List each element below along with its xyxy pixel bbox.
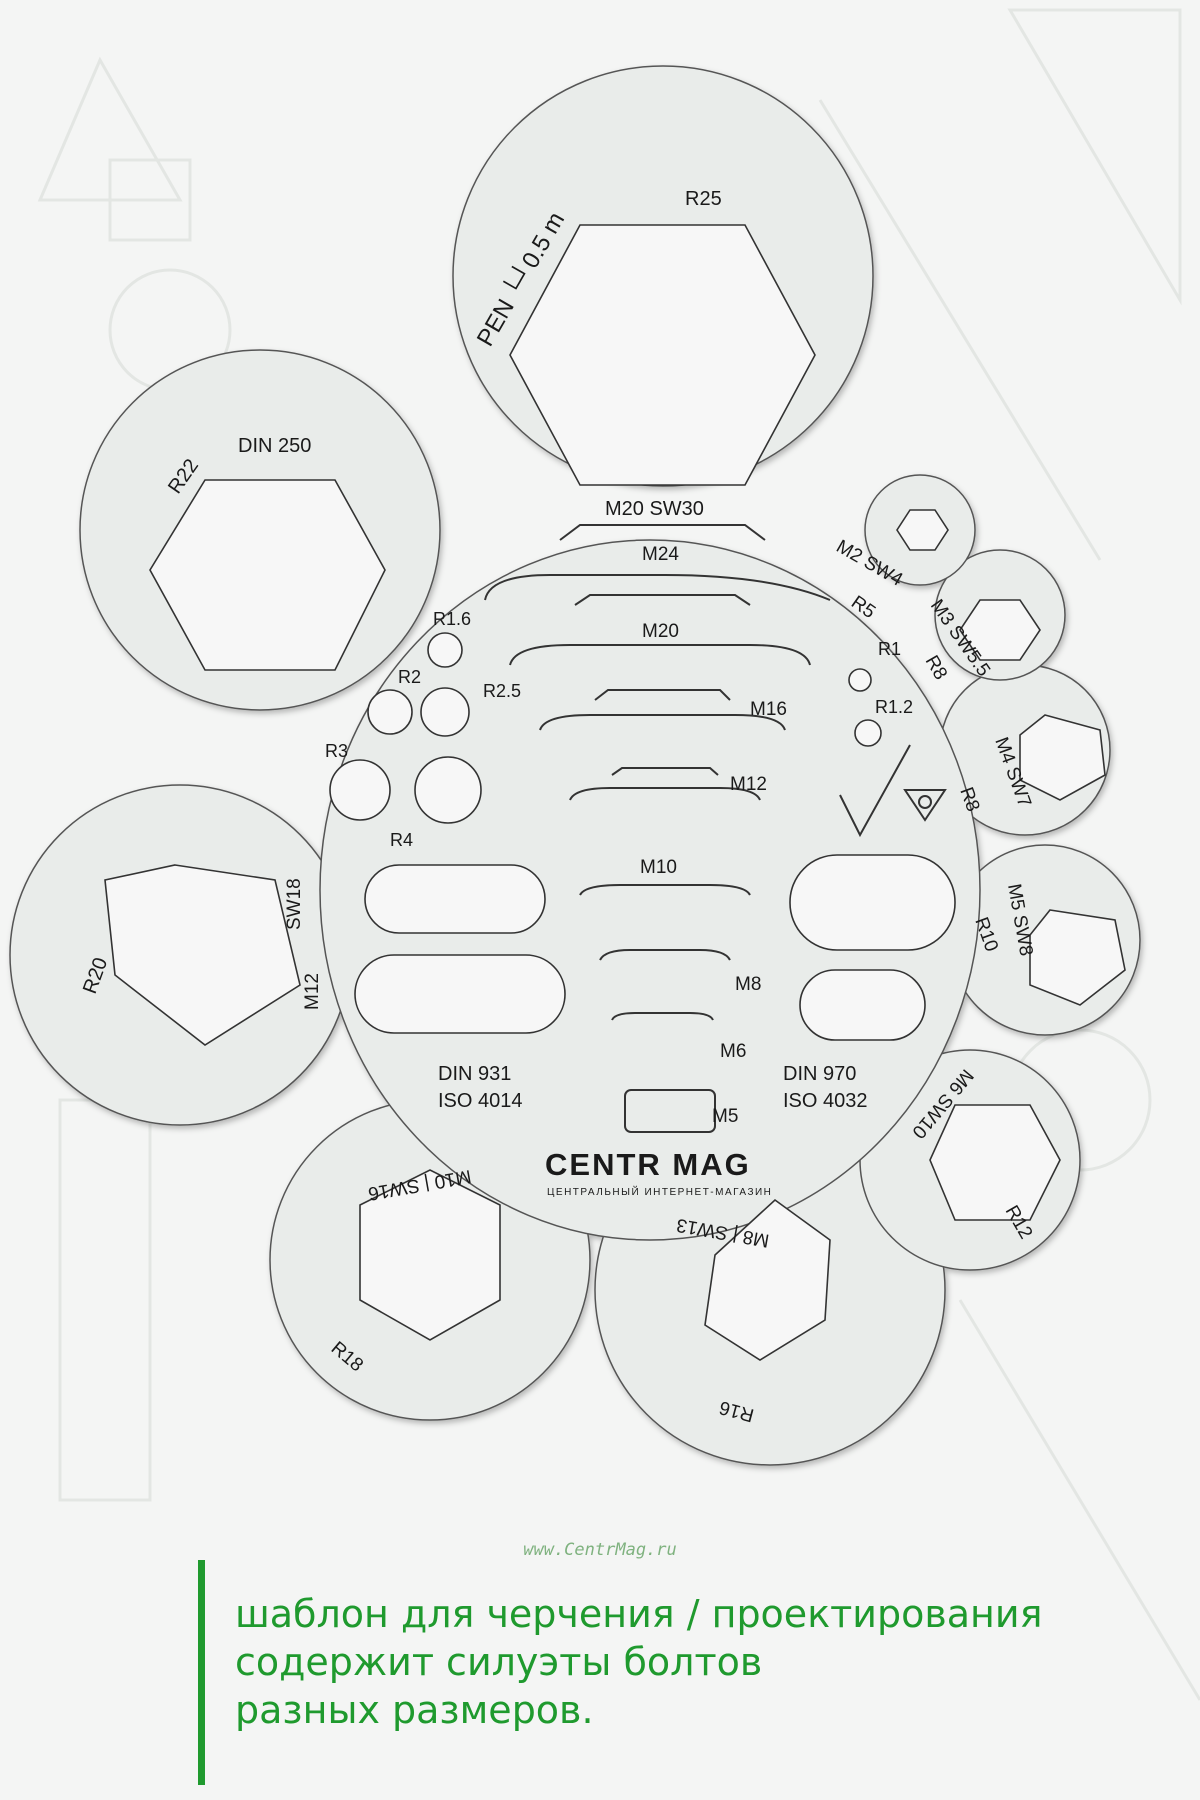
big-hex-radius: R25 <box>685 188 722 210</box>
hex-cutout-r8 <box>1019 714 1106 801</box>
circle-label-r4: R4 <box>390 830 413 850</box>
bolt-label-m16: M16 <box>750 699 787 720</box>
hex-cutout-m3 <box>959 599 1041 661</box>
m3-radius: R8 <box>921 652 951 684</box>
din970-label: DIN 970 <box>783 1063 856 1085</box>
bolt-label-m12: M12 <box>730 774 767 795</box>
bolt-label-m6: M6 <box>720 1041 746 1062</box>
site-url: www.CentrMag.ru <box>523 1540 677 1560</box>
bolt-profiles <box>484 524 831 1133</box>
iso4014-label: ISO 4014 <box>438 1090 523 1112</box>
m5-size: M5 <box>1003 882 1028 912</box>
hex-cutout-r22 <box>149 479 386 671</box>
caption-line-3: разных размеров. <box>235 1688 594 1732</box>
surface-finish-symbol <box>839 744 947 838</box>
brand-tagline: ЦЕНТРАЛЬНЫЙ ИНТЕРНЕТ-МАГАЗИН <box>547 1185 772 1198</box>
caption-line-1: шаблон для черчения / проектирования <box>235 1592 1043 1636</box>
m2-size: M2 <box>833 536 866 567</box>
hex-cutout-m2 <box>896 509 949 551</box>
hex-cutout-r20 <box>104 864 301 1046</box>
hex-cutouts <box>104 224 1126 1361</box>
circle-label-r1-6: R1.6 <box>433 609 471 629</box>
din931-label: DIN 931 <box>438 1063 511 1085</box>
hex-cutout-r16 <box>704 1198 831 1361</box>
big-hex-title: M20 SW30 <box>605 498 704 520</box>
m12-sw: SW18 <box>284 878 305 930</box>
circle-label-r1-2: R1.2 <box>875 697 913 717</box>
m12-size: M12 <box>302 973 323 1010</box>
circle-label-r3: R3 <box>325 741 348 761</box>
hex-cutout-r12 <box>929 1104 1061 1221</box>
bolt-label-m24: M24 <box>642 544 679 565</box>
circle-cutouts <box>329 632 956 1041</box>
m8-size: M8 <box>741 1225 771 1250</box>
circle-label-r2-5: R2.5 <box>483 681 521 701</box>
din250-standard: DIN 250 <box>238 435 311 457</box>
iso4032-label: ISO 4032 <box>783 1090 868 1112</box>
hex-cutout-r25 <box>509 224 816 486</box>
caption-block: шаблон для черчения / проектирования сод… <box>198 1560 1158 1785</box>
bolt-label-m5: M5 <box>712 1106 738 1127</box>
bolt-label-m20: M20 <box>642 621 679 642</box>
bolt-label-m8: M8 <box>735 974 761 995</box>
brand-logo: CENTR MAG <box>545 1147 751 1182</box>
hex-cutout-r10 <box>1029 909 1126 1006</box>
caption-line-2: содержит силуэты болтов <box>235 1640 763 1684</box>
bolt-label-m10: M10 <box>640 857 677 878</box>
hex-cutout-r18 <box>359 1169 501 1341</box>
circle-label-r2: R2 <box>398 667 421 687</box>
circle-label-r1: R1 <box>878 639 901 659</box>
